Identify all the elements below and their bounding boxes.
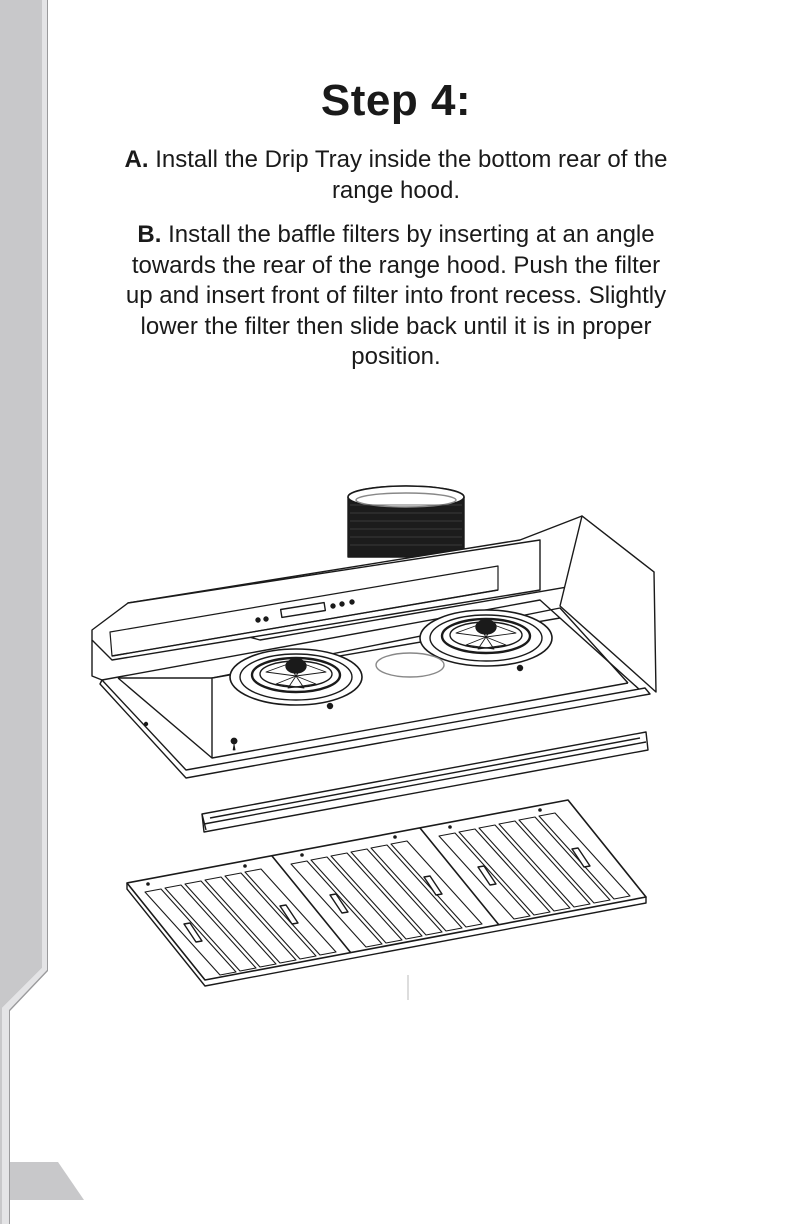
baffle-filters bbox=[126, 799, 647, 987]
instruction-a-text: Install the Drip Tray inside the bottom … bbox=[148, 146, 668, 204]
instruction-a-letter: A. bbox=[124, 146, 149, 173]
drip-tray bbox=[201, 731, 649, 833]
instruction-b: B. Install the baffle filters by inserti… bbox=[120, 220, 672, 373]
center-plate bbox=[375, 652, 445, 678]
page-title: Step 4: bbox=[320, 76, 472, 125]
blower-left bbox=[229, 648, 363, 710]
duct-collar bbox=[347, 485, 465, 558]
instruction-b-letter: B. bbox=[137, 221, 162, 248]
hood-body bbox=[91, 515, 657, 779]
range-hood-illustration bbox=[91, 485, 657, 1000]
instruction-a: A. Install the Drip Tray inside the bott… bbox=[120, 145, 672, 206]
instruction-b-text: Install the baffle filters by inserting … bbox=[125, 221, 667, 370]
blower-right bbox=[419, 609, 553, 672]
